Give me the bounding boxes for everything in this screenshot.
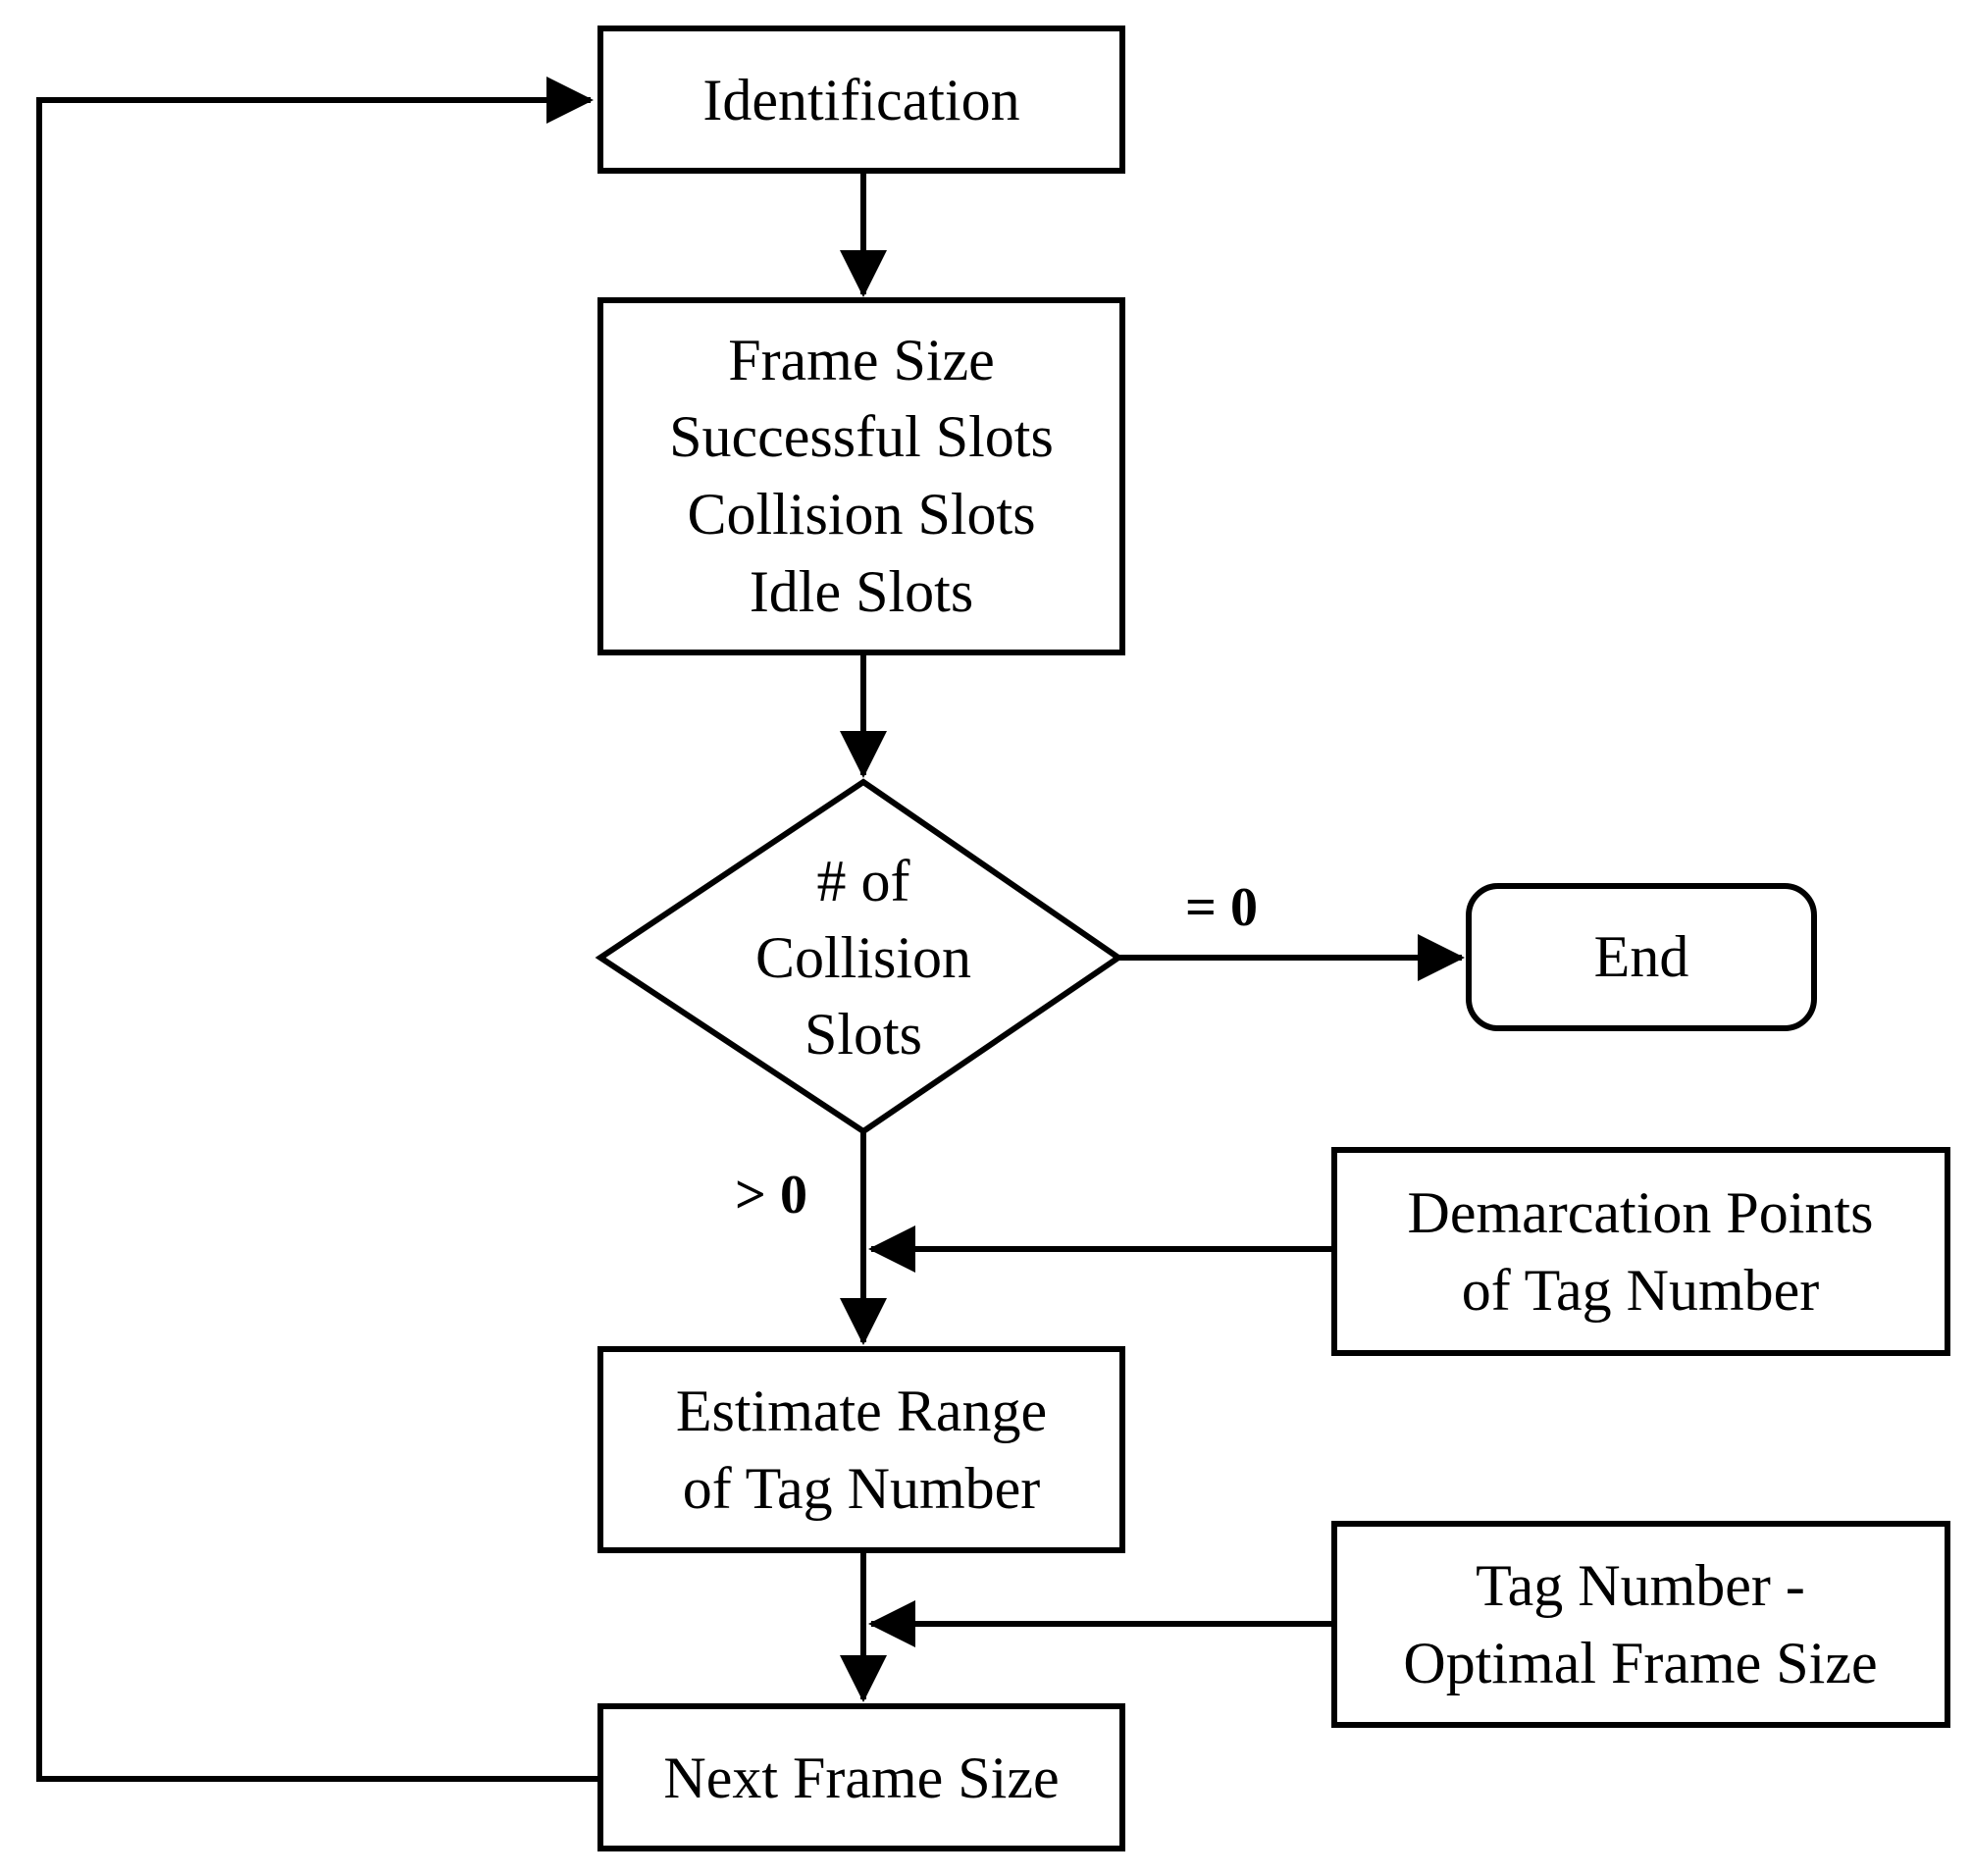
end-terminator: End bbox=[1466, 883, 1817, 1031]
demarcation-line-2: of Tag Number bbox=[1462, 1258, 1820, 1323]
next-frame-size-box: Next Frame Size bbox=[597, 1703, 1125, 1851]
frame-stats-box: Frame Size Successful Slots Collision Sl… bbox=[597, 297, 1125, 655]
edge-next-frame-loop-to-identification bbox=[36, 77, 600, 1782]
connectors bbox=[36, 77, 1465, 1782]
frame-size-label: Frame Size bbox=[728, 328, 995, 392]
tag-number-optimal-frame-box: Tag Number - Optimal Frame Size bbox=[1331, 1521, 1950, 1728]
identification-box: Identification bbox=[597, 26, 1125, 174]
decision-line-1: # of bbox=[817, 849, 910, 913]
estimate-range-box: Estimate Range of Tag Number bbox=[597, 1346, 1125, 1553]
decision-line-3: Slots bbox=[804, 1002, 922, 1067]
idle-slots-label: Idle Slots bbox=[750, 559, 973, 624]
demarcation-points-box: Demarcation Points of Tag Number bbox=[1331, 1147, 1950, 1356]
tag-frame-line-2: Optimal Frame Size bbox=[1403, 1631, 1877, 1695]
estimate-line-2: of Tag Number bbox=[683, 1456, 1041, 1521]
equals-zero-label: = 0 bbox=[1185, 877, 1258, 938]
successful-slots-label: Successful Slots bbox=[669, 404, 1054, 469]
identification-label: Identification bbox=[702, 68, 1019, 132]
end-label: End bbox=[1594, 924, 1689, 989]
demarcation-line-1: Demarcation Points bbox=[1408, 1180, 1874, 1245]
next-frame-size-label: Next Frame Size bbox=[663, 1746, 1059, 1810]
estimate-line-1: Estimate Range bbox=[676, 1379, 1047, 1443]
collision-slots-decision: # of Collision Slots bbox=[595, 778, 1124, 1135]
decision-line-2: Collision bbox=[755, 925, 971, 990]
collision-slots-label: Collision Slots bbox=[687, 482, 1035, 547]
greater-zero-label: > 0 bbox=[735, 1165, 807, 1225]
tag-frame-line-1: Tag Number - bbox=[1476, 1553, 1805, 1618]
